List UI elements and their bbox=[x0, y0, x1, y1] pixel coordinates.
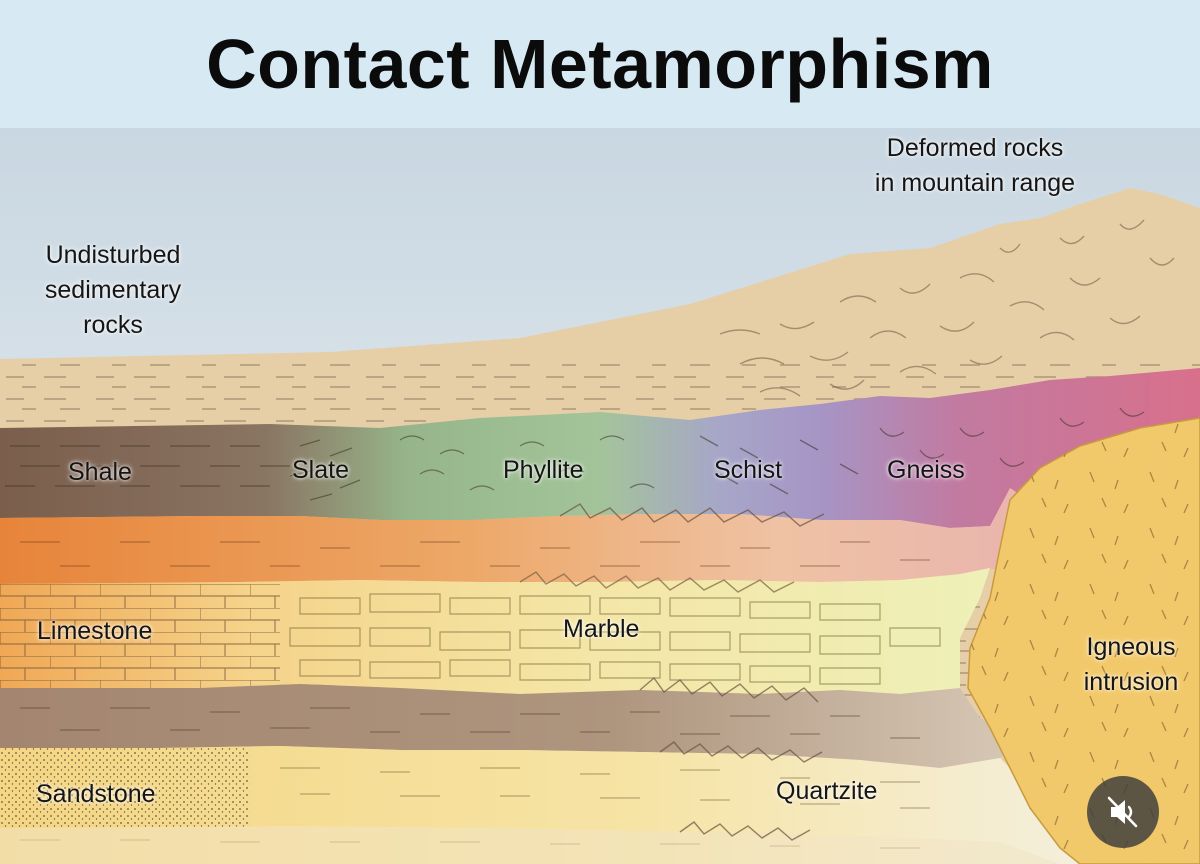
schist-label: Schist bbox=[714, 456, 783, 484]
deformed-label-line-2: in mountain range bbox=[874, 169, 1076, 197]
deformed-label-line-1: Deformed rocks bbox=[886, 134, 1064, 162]
orange-band bbox=[0, 488, 1040, 584]
mute-button[interactable] bbox=[1087, 776, 1159, 848]
speaker-muted-icon bbox=[1107, 796, 1138, 828]
undisturbed-label: Undisturbed sedimentary rocks bbox=[18, 238, 208, 343]
sandstone-label: Sandstone bbox=[36, 780, 156, 808]
igneous-label-line-1: Igneous bbox=[1086, 633, 1176, 661]
limestone-label: Limestone bbox=[37, 617, 153, 645]
mountain-deformation-marks bbox=[719, 219, 1175, 397]
quartzite-label: Quartzite bbox=[776, 777, 878, 805]
marble-label: Marble bbox=[563, 615, 640, 643]
shale-metamorphic-band bbox=[0, 368, 1200, 528]
cross-section-illustration bbox=[0, 128, 1200, 864]
slate-label: Slate bbox=[292, 456, 349, 484]
shale-label: Shale bbox=[68, 458, 132, 486]
gneiss-label: Gneiss bbox=[887, 456, 965, 484]
phyllite-label: Phyllite bbox=[503, 456, 584, 484]
page-title: Contact Metamorphism bbox=[206, 25, 994, 103]
igneous-label: Igneous intrusion bbox=[1064, 630, 1198, 700]
undisturbed-label-line-3: rocks bbox=[83, 311, 143, 339]
igneous-label-line-2: intrusion bbox=[1083, 668, 1179, 696]
title-bar: Contact Metamorphism bbox=[0, 0, 1200, 128]
brown-band bbox=[0, 684, 1020, 768]
undisturbed-label-line-1: Undisturbed bbox=[45, 241, 181, 269]
cross-section-scene: Undisturbed sedimentary rocks Deformed r… bbox=[0, 128, 1200, 864]
deformed-label: Deformed rocks in mountain range bbox=[850, 131, 1100, 201]
undisturbed-label-line-2: sedimentary bbox=[44, 276, 182, 304]
